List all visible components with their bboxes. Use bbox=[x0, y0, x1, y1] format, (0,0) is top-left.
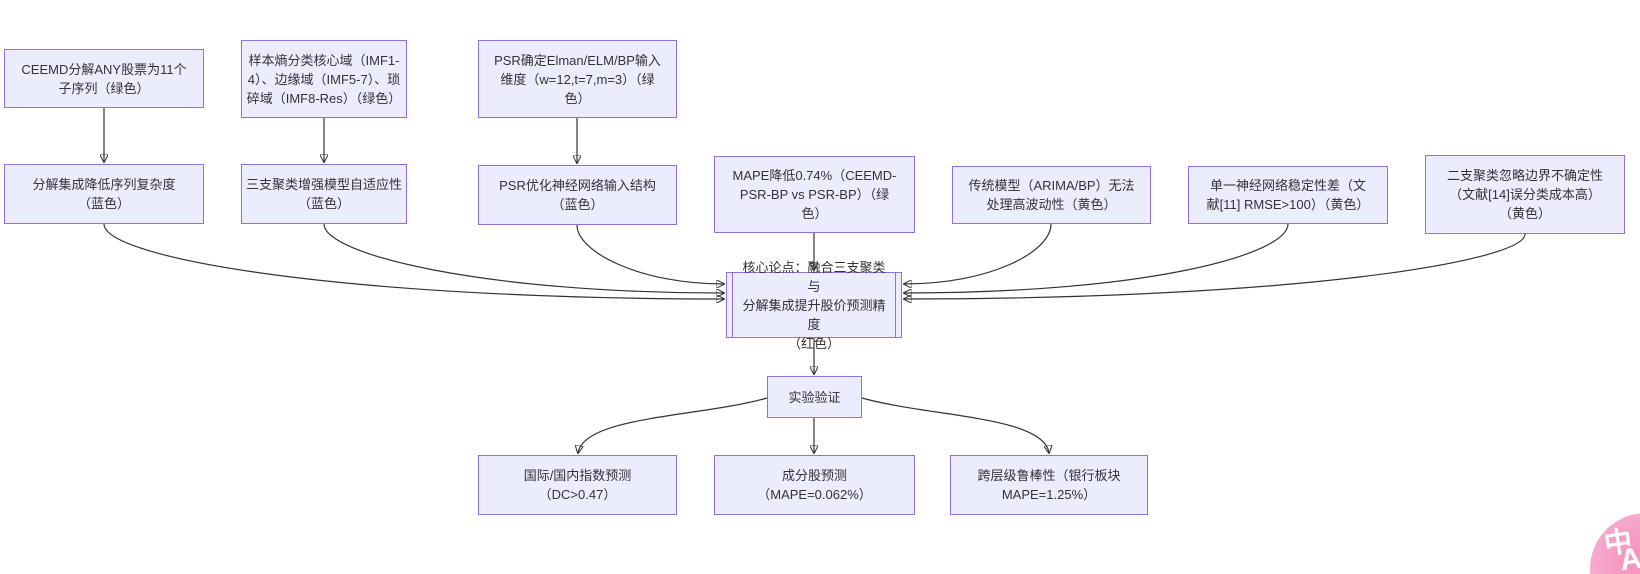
edge-decomp-to-core bbox=[103, 223, 724, 299]
edge-psropt-to-core bbox=[576, 224, 724, 284]
node-single-nn-limit: 单一神经网络稳定性差（文 献[11] RMSE>100）（黄色） bbox=[1188, 166, 1388, 224]
node-traditional-model-limit: 传统模型（ARIMA/BP）无法 处理高波动性（黄色） bbox=[952, 166, 1151, 224]
node-index-prediction: 国际/国内指数预测 （DC>0.47） bbox=[478, 455, 677, 515]
node-ceemd-decompose: CEEMD分解ANY股票为11个 子序列（绿色） bbox=[4, 49, 204, 108]
edge-traditional-to-core bbox=[904, 223, 1052, 284]
edge-validate-to-robust bbox=[861, 397, 1049, 453]
node-core-thesis: 核心论点：融合三支聚类与 分解集成提升股价预测精度 （红色） bbox=[726, 260, 902, 351]
node-two-way-clustering-limit: 二支聚类忽略边界不确定性 （文献[14]误分类成本高） （黄色） bbox=[1425, 155, 1625, 234]
node-psr-optimization: PSR优化神经网络输入结构 （蓝色） bbox=[478, 165, 677, 225]
translate-en-glyph: A bbox=[1617, 541, 1640, 574]
edge-singlenn-to-core bbox=[904, 223, 1289, 293]
node-three-way-clustering: 三支聚类增强模型自适应性 （蓝色） bbox=[241, 164, 407, 224]
edge-threeway-to-core bbox=[323, 223, 724, 293]
node-sample-entropy: 样本熵分类核心域（IMF1- 4）、边缘域（IMF5-7）、琐 碎域（IMF8-… bbox=[241, 40, 407, 118]
node-mape-improvement: MAPE降低0.74%（CEEMD- PSR-BP vs PSR-BP）（绿 色… bbox=[714, 156, 915, 233]
edge-twoway-to-core bbox=[904, 233, 1526, 299]
node-decomposition-benefit: 分解集成降低序列复杂度 （蓝色） bbox=[4, 164, 204, 224]
edge-validate-to-index bbox=[578, 397, 768, 453]
node-experiment-validation: 实验验证 bbox=[767, 376, 862, 418]
node-psr-dimension: PSR确定Elman/ELM/BP输入 维度（w=12,t=7,m=3）（绿 色… bbox=[478, 40, 677, 118]
node-stock-prediction: 成分股预测 （MAPE=0.062%） bbox=[714, 455, 915, 515]
node-robustness: 跨层级鲁棒性（银行板块 MAPE=1.25%） bbox=[950, 455, 1148, 515]
